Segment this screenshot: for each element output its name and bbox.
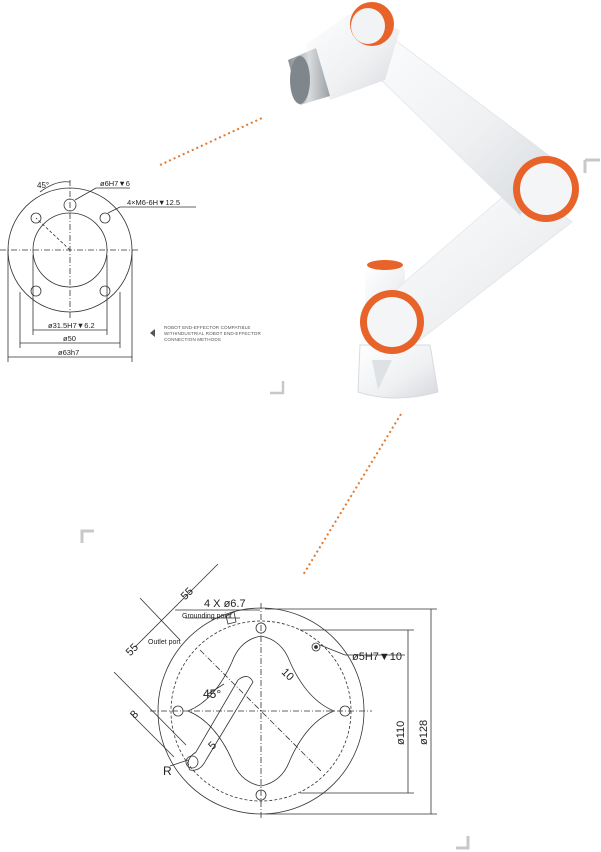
caption-line-1: ROBOT END-EFFECTOR COMPATIBLE xyxy=(164,325,251,330)
compatibility-caption: ROBOT END-EFFECTOR COMPATIBLE WITHINDUST… xyxy=(164,325,294,344)
top-mid-dia-label: ø50 xyxy=(63,334,76,343)
caption-line-3: CONNECTION METHODS xyxy=(164,337,221,343)
connector-line-top xyxy=(159,117,263,166)
corner-mark xyxy=(456,836,470,850)
connector-line-bottom xyxy=(302,413,402,576)
outlet-port-label: Outlet port xyxy=(148,639,181,646)
holes-label: 4 X ø6.7 xyxy=(204,598,246,610)
grounding-point-label: Grounding point xyxy=(182,613,232,620)
top-flange-drawing xyxy=(0,180,196,362)
bottom-angle-label: 45° xyxy=(203,687,221,701)
top-angle-label: 45° xyxy=(37,181,49,190)
dim-8: 8 xyxy=(128,708,141,721)
top-inner-dia-label: ø31.5H7▼6.2 xyxy=(48,321,95,330)
top-thread-label: 4×M6-6H▼12.5 xyxy=(127,198,180,207)
radius-label: R xyxy=(163,764,172,778)
top-outer-dia-label: ø63h7 xyxy=(58,348,79,357)
caption-arrow-icon xyxy=(150,329,155,337)
top-hole-label: ø6H7▼6 xyxy=(100,179,130,188)
pin-hole-label: ø5H7▼10 xyxy=(352,651,402,663)
dia-128-label: ø128 xyxy=(418,720,430,745)
bottom-base-drawing xyxy=(113,563,437,820)
corner-mark xyxy=(80,529,94,543)
dim-55-top: 55 xyxy=(179,585,196,602)
dia-110-label: ø110 xyxy=(395,721,407,745)
caption-line-2: WITHINDUSTRIAL ROBOT END-EFFECTOR xyxy=(164,331,261,337)
robot-arm-illustration xyxy=(270,2,600,399)
